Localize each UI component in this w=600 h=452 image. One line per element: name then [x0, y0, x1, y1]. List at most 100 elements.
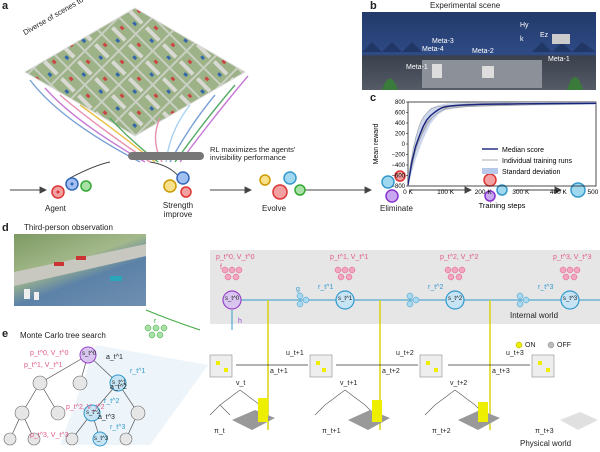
x-tick-label: 400 K	[550, 189, 568, 196]
x-tick-label: 0 K	[403, 189, 413, 196]
f-symbol: f	[220, 264, 222, 271]
stage-evolve: Evolve	[262, 204, 287, 213]
pv-0: p_t^0, V_t^0	[216, 254, 255, 261]
evolution-row	[10, 161, 586, 203]
representation-net	[144, 324, 168, 339]
panel-c-label: c	[370, 92, 377, 104]
third-person-photo	[14, 234, 146, 306]
panel-d-label: d	[2, 222, 9, 234]
rl-text: RL maximizes the agents' invisibility pe…	[210, 145, 296, 163]
mcts-tree	[3, 345, 208, 447]
u-label-1: u_t+1	[286, 350, 304, 357]
median-line	[407, 102, 597, 186]
internal-world-band	[210, 250, 600, 324]
r-label-2: r_t^2	[428, 284, 444, 291]
legend-std: Standard deviation	[502, 169, 560, 176]
h-symbol: h	[238, 318, 242, 325]
pv-2: p_t^2, V_t^2	[440, 254, 479, 261]
off-label: OFF	[557, 342, 571, 349]
chart-legend: Median score Individual training runs St…	[482, 147, 573, 176]
e-r2: r_t^2	[104, 398, 120, 405]
hy-label: Hy	[520, 22, 529, 29]
r-label-3: r_t^3	[538, 284, 554, 291]
e-pv-3: p_t^3, V_t^3	[30, 432, 69, 439]
meta2-label: Meta-2	[472, 48, 494, 55]
mini-trees	[209, 389, 486, 416]
e-pv-1: p_t^1, V_t^1	[24, 362, 63, 369]
u-label-3: u_t+3	[506, 350, 524, 357]
y-tick-label: 800	[395, 100, 406, 106]
rl-bar	[128, 152, 204, 160]
e-r1: r_t^1	[130, 368, 146, 375]
x-axis-label: Training steps	[479, 201, 526, 210]
x-tick-label: 300 K	[512, 189, 530, 196]
meta4-label: Meta-4	[422, 46, 444, 53]
meta3-label: Meta-3	[432, 38, 454, 45]
e-s1: s_t^1	[112, 380, 127, 386]
r-symbol: r	[154, 318, 157, 325]
pv-3: p_t^3, V_t^3	[553, 254, 592, 261]
e-s2: s_t^2	[86, 410, 101, 416]
y-axis-label: Mean reward	[373, 123, 380, 164]
state-label-3: s_t^3	[563, 296, 578, 302]
stage-eliminate: Eliminate	[380, 204, 413, 213]
scene-diamond	[24, 7, 249, 163]
e-s0: s_t^0	[82, 351, 97, 357]
v-label-1: v_t+1	[340, 380, 358, 387]
e-a2: a_t^2	[110, 384, 127, 391]
pi-label-1: π_t+1	[322, 428, 341, 435]
x-tick-label: 500 K	[588, 189, 600, 196]
y-tick-label: 600	[395, 111, 406, 117]
scene-elements	[14, 244, 146, 300]
state-nodes	[222, 290, 580, 310]
third-person-label: Third-person observation	[24, 223, 113, 232]
y-tick-label: 400	[395, 121, 406, 127]
experimental-scene-photo	[362, 12, 596, 90]
on-label: ON	[525, 342, 536, 349]
action-label-2: a_t+2	[382, 368, 400, 375]
mcts-title: Monte Carlo tree search	[20, 331, 106, 340]
x-tick-label: 100 K	[437, 189, 455, 196]
legend-runs: Individual training runs	[502, 158, 573, 165]
y-tick-label: −800	[391, 184, 405, 190]
y-tick-label: −200	[391, 153, 405, 159]
physical-world-label: Physical world	[520, 439, 572, 448]
state-label-0: s_t^0	[225, 296, 240, 302]
experimental-scene-title: Experimental scene	[430, 1, 501, 10]
e-pv-0: p_t^0, V_t^0	[30, 350, 69, 357]
e-r3: r_t^3	[110, 424, 126, 431]
y-tick-label: −400	[391, 163, 405, 169]
x-tick-label: 200 K	[475, 189, 493, 196]
v-label-0: v_t	[236, 380, 246, 387]
panel-e-label: e	[2, 328, 9, 340]
action-label-1: a_t+1	[270, 368, 288, 375]
r-label-1: r_t^1	[318, 284, 334, 291]
absorber-pattern	[362, 34, 596, 90]
stage-strength: Strength improve	[162, 201, 194, 219]
physical-blocks	[232, 398, 598, 430]
state-label-2: s_t^2	[448, 296, 463, 302]
action-label-3: a_t+3	[492, 368, 510, 375]
pi-label-0: π_t	[214, 428, 225, 435]
pi-label-2: π_t+2	[432, 428, 451, 435]
panel-b-label: b	[370, 0, 377, 12]
e-a1: a_t^1	[106, 354, 123, 361]
pv-1: p_t^1, V_t^1	[330, 254, 369, 261]
ez-label: Ez	[540, 32, 549, 39]
training-run-line	[407, 103, 597, 186]
pi-label-3: π_t+3	[535, 428, 554, 435]
y-tick-label: 200	[395, 132, 406, 138]
legend-median: Median score	[502, 147, 544, 154]
panel-a-label: a	[2, 0, 9, 12]
e-pv-2: p_t^2, V_t^2	[66, 404, 105, 411]
meta1-left-label: Meta-1	[406, 64, 428, 71]
internal-world-label: Internal world	[510, 311, 559, 320]
stage-agent: Agent	[45, 204, 66, 213]
u-label-2: u_t+2	[396, 350, 414, 357]
e-s3: s_t^3	[94, 436, 109, 442]
g-symbol: g	[296, 286, 300, 293]
y-tick-label: −600	[391, 174, 405, 180]
network-glyphs	[221, 266, 581, 281]
